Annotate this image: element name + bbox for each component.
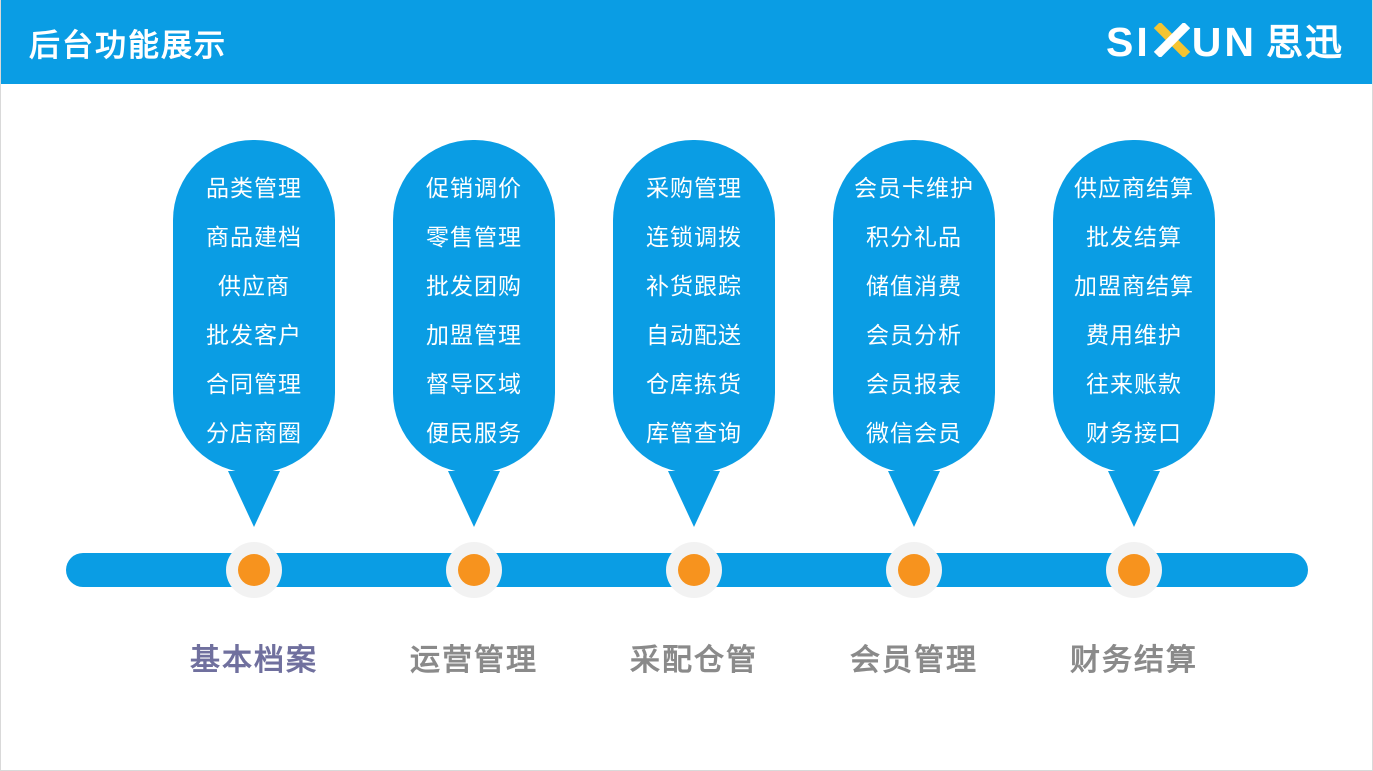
logo-text-un: UN [1191, 18, 1257, 65]
feature-item: 零售管理 [426, 223, 522, 250]
feature-item: 会员卡维护 [854, 174, 974, 201]
feature-item: 仓库拣货 [646, 370, 742, 397]
feature-item: 加盟管理 [426, 321, 522, 348]
feature-bubble: 采购管理连锁调拨补货跟踪自动配送仓库拣货库管查询 [613, 140, 775, 473]
feature-bubble: 供应商结算批发结算加盟商结算费用维护往来账款财务接口 [1053, 140, 1215, 473]
diagram-stage: 品类管理商品建档供应商批发客户合同管理分店商圈基本档案促销调价零售管理批发团购加… [1, 84, 1372, 770]
bubble-tail-pointer [888, 471, 940, 527]
bubble-tail-pointer [668, 471, 720, 527]
feature-item: 便民服务 [426, 419, 522, 446]
feature-column: 供应商结算批发结算加盟商结算费用维护往来账款财务接口财务结算 [1024, 140, 1244, 679]
feature-column: 品类管理商品建档供应商批发客户合同管理分店商圈基本档案 [144, 140, 364, 679]
feature-item: 自动配送 [646, 321, 742, 348]
feature-item: 商品建档 [206, 223, 302, 250]
feature-column: 促销调价零售管理批发团购加盟管理督导区域便民服务运营管理 [364, 140, 584, 679]
feature-item: 补货跟踪 [646, 272, 742, 299]
timeline-dot-ring [1106, 542, 1162, 598]
category-label: 运营管理 [410, 644, 538, 677]
feature-item: 批发团购 [426, 272, 522, 299]
timeline-dot [898, 554, 930, 586]
feature-item: 储值消费 [866, 272, 962, 299]
page-title: 后台功能展示 [29, 27, 227, 63]
feature-item: 财务接口 [1086, 419, 1182, 446]
timeline-dot [458, 554, 490, 586]
feature-bubble: 促销调价零售管理批发团购加盟管理督导区域便民服务 [393, 140, 555, 473]
feature-item: 供应商结算 [1074, 174, 1194, 201]
timeline-dot-ring [446, 542, 502, 598]
logo-text-cn: 思迅 [1266, 21, 1344, 63]
timeline-dot [678, 554, 710, 586]
timeline-dot-ring [886, 542, 942, 598]
category-label: 会员管理 [850, 644, 978, 677]
feature-item: 采购管理 [646, 174, 742, 201]
category-label: 基本档案 [190, 644, 318, 677]
feature-item: 供应商 [218, 272, 290, 299]
timeline-dot [238, 554, 270, 586]
timeline-dot-ring [666, 542, 722, 598]
feature-item: 会员报表 [866, 370, 962, 397]
feature-item: 往来账款 [1086, 370, 1182, 397]
bubble-tail-pointer [228, 471, 280, 527]
sixun-logo: SI UN 思迅 [1106, 18, 1344, 65]
timeline-dot [1118, 554, 1150, 586]
feature-columns: 品类管理商品建档供应商批发客户合同管理分店商圈基本档案促销调价零售管理批发团购加… [144, 140, 1244, 679]
logo-x-icon [1153, 21, 1191, 62]
feature-item: 积分礼品 [866, 223, 962, 250]
feature-item: 督导区域 [426, 370, 522, 397]
category-label: 财务结算 [1070, 644, 1198, 677]
feature-item: 促销调价 [426, 174, 522, 201]
category-label: 采配仓管 [630, 644, 758, 677]
logo-text-si: SI [1106, 18, 1151, 65]
feature-item: 微信会员 [866, 419, 962, 446]
timeline-dot-ring [226, 542, 282, 598]
feature-bubble: 品类管理商品建档供应商批发客户合同管理分店商圈 [173, 140, 335, 473]
header-bar: 后台功能展示 SI UN 思迅 [1, 0, 1372, 84]
feature-column: 采购管理连锁调拨补货跟踪自动配送仓库拣货库管查询采配仓管 [584, 140, 804, 679]
feature-item: 加盟商结算 [1074, 272, 1194, 299]
feature-item: 合同管理 [206, 370, 302, 397]
feature-item: 会员分析 [866, 321, 962, 348]
bubble-tail-pointer [448, 471, 500, 527]
bubble-tail-pointer [1108, 471, 1160, 527]
feature-item: 费用维护 [1086, 321, 1182, 348]
feature-item: 批发结算 [1086, 223, 1182, 250]
feature-column: 会员卡维护积分礼品储值消费会员分析会员报表微信会员会员管理 [804, 140, 1024, 679]
feature-item: 品类管理 [206, 174, 302, 201]
feature-item: 库管查询 [646, 419, 742, 446]
feature-item: 分店商圈 [206, 419, 302, 446]
feature-item: 批发客户 [206, 321, 302, 348]
feature-bubble: 会员卡维护积分礼品储值消费会员分析会员报表微信会员 [833, 140, 995, 473]
feature-item: 连锁调拨 [646, 223, 742, 250]
